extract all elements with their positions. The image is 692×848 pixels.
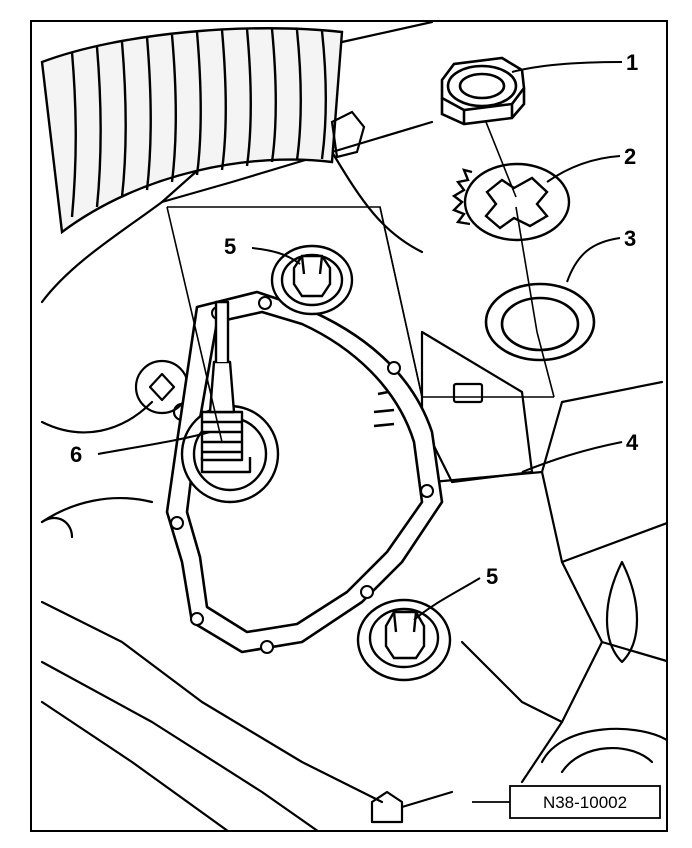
assembly-axis-lines bbox=[166, 121, 555, 443]
rubber-boot bbox=[40, 27, 344, 235]
selector-switch-cover bbox=[165, 290, 444, 654]
lock-washer bbox=[451, 162, 571, 242]
callout-6: 6 bbox=[70, 442, 82, 467]
callout-4: 4 bbox=[626, 430, 639, 455]
callout-3: 3 bbox=[624, 226, 636, 251]
reference-code: N38-10002 bbox=[543, 793, 627, 812]
nut bbox=[440, 56, 526, 126]
callout-2: 2 bbox=[624, 144, 636, 169]
callout-5-upper: 5 bbox=[224, 234, 236, 259]
callout-5-lower: 5 bbox=[486, 564, 498, 589]
callout-leaders bbox=[97, 61, 623, 621]
exploded-view-drawing: 1 2 3 4 5 5 6 N38-10002 bbox=[40, 22, 666, 830]
bolt-upper bbox=[270, 244, 354, 316]
bolt-lower bbox=[356, 598, 452, 682]
diagram-frame: 1 2 3 4 5 5 6 N38-10002 bbox=[30, 20, 668, 832]
boot-bracket bbox=[330, 110, 366, 159]
selector-shaft bbox=[180, 300, 280, 504]
reference-code-box: N38-10002 bbox=[472, 785, 661, 819]
flat-washer bbox=[484, 282, 596, 362]
callout-1: 1 bbox=[626, 50, 638, 75]
transmission-housing bbox=[40, 22, 666, 830]
